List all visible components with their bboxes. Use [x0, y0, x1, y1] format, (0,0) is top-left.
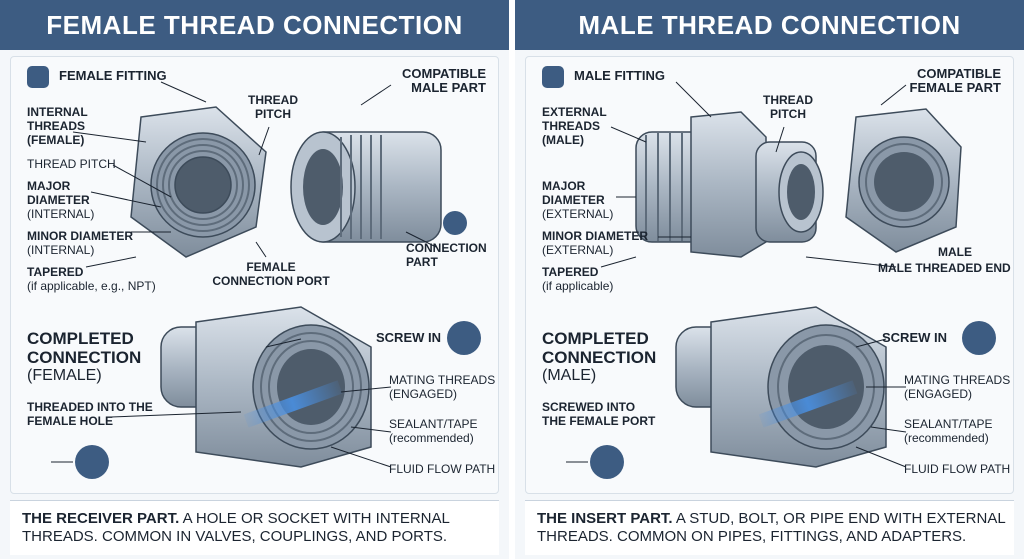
male-mating-threads-label-a: MATING THREADS: [904, 373, 1011, 387]
female-panel: FEMALE THREAD CONNECTION: [0, 0, 509, 559]
screw-in-label: SCREW IN: [376, 330, 441, 345]
male-major-diameter-label-a: MAJOR: [542, 179, 586, 193]
male-fitting-label: MALE FITTING: [574, 68, 665, 83]
completed-female-connection-illustration: [160, 306, 372, 468]
mating-threads-label-b: (ENGAGED): [389, 387, 458, 401]
major-diameter-label-c: (INTERNAL): [27, 207, 95, 221]
male-footer-text: THE INSERT PART. A STUD, BOLT, OR PIPE E…: [537, 510, 1007, 546]
female-fitting-illustration: [130, 106, 267, 258]
male-sealant-label-b: (recommended): [904, 431, 989, 445]
completed-connection-sub: (FEMALE): [27, 367, 102, 384]
male-footer: THE INSERT PART. A STUD, BOLT, OR PIPE E…: [525, 500, 1014, 555]
tapered-label-a: TAPERED: [27, 265, 84, 279]
female-diagram-art: [51, 81, 442, 468]
fluid-flow-label: FLUID FLOW PATH: [389, 462, 496, 476]
male-completed-sub: (MALE): [542, 367, 597, 384]
female-panel-title: FEMALE THREAD CONNECTION: [0, 0, 509, 50]
connection-part-label: CONNECTION PART: [406, 241, 487, 269]
screwed-into-label: SCREWED INTO THE FEMALE PORT: [542, 400, 656, 428]
connection-part-icon: [443, 211, 467, 235]
male-fitting-illustration: [635, 111, 824, 258]
male-tapered-label-b: (if applicable): [542, 279, 614, 293]
mating-threads-label-a: MATING THREADS: [389, 373, 496, 387]
male-footer-rest: A STUD, BOLT, OR PIPE END WITH EXTERNAL …: [537, 510, 1006, 545]
panel-divider: [509, 0, 515, 559]
male-threaded-end-label: MALE THREADED END: [878, 261, 1011, 275]
female-diagram-area: FEMALE FITTING INTERNAL THREADS (FEMALE)…: [10, 56, 499, 494]
screw-in-icon: [447, 321, 481, 355]
major-diameter-label-a: MAJOR: [27, 179, 71, 193]
male-diagram-art: [566, 81, 962, 468]
male-fitting-icon: [542, 66, 564, 88]
male-completed-title: COMPLETED CONNECTION: [542, 329, 657, 367]
sealant-label-b: (recommended): [389, 431, 474, 445]
compatible-female-part-illustration: [845, 108, 962, 253]
female-connection-port-label: FEMALE CONNECTION PORT: [212, 260, 330, 288]
male-fluid-flow-label: FLUID FLOW PATH: [904, 462, 1011, 476]
male-label-a: MALE: [938, 245, 972, 259]
thread-pitch-side-label: THREAD PITCH: [27, 157, 116, 171]
female-footer-bold: THE RECEIVER PART.: [22, 510, 180, 527]
completed-connection-title: COMPLETED CONNECTION: [27, 329, 142, 367]
male-screw-in-icon: [962, 321, 996, 355]
completed-male-connection-illustration: [675, 306, 887, 468]
male-footer-bold: THE INSERT PART.: [537, 510, 673, 527]
minor-diameter-label-b: (INTERNAL): [27, 243, 95, 257]
major-diameter-label-b: DIAMETER: [27, 193, 90, 207]
fitting-icon: [27, 66, 49, 88]
tapered-label-b: (if applicable, e.g., NPT): [27, 279, 156, 293]
threaded-into-label: THREADED INTO THE FEMALE HOLE: [27, 400, 153, 428]
male-thread-pitch-top-label: THREAD PITCH: [763, 93, 813, 121]
male-diagram-area: MALE FITTING EXTERNAL THREADS (MALE) MAJ…: [525, 56, 1014, 494]
male-minor-diameter-label-b: (EXTERNAL): [542, 243, 614, 257]
minor-diameter-label-a: MINOR DIAMETER: [27, 229, 133, 243]
male-mating-threads-label-b: (ENGAGED): [904, 387, 973, 401]
internal-threads-label: INTERNAL THREADS (FEMALE): [27, 105, 88, 147]
sealant-label-a: SEALANT/TAPE: [389, 417, 478, 431]
male-sealant-label-a: SEALANT/TAPE: [904, 417, 993, 431]
female-footer-rest: A HOLE OR SOCKET WITH INTERNAL THREADS. …: [22, 510, 450, 545]
male-major-diameter-label-b: DIAMETER: [542, 193, 605, 207]
female-footer-text: THE RECEIVER PART. A HOLE OR SOCKET WITH…: [22, 510, 492, 546]
thread-pitch-top-label: THREAD PITCH: [248, 93, 298, 121]
compatible-male-part-label: COMPATIBLE MALE PART: [401, 66, 486, 95]
male-rotate-in-icon: [590, 445, 624, 479]
compatible-male-part-illustration: [290, 131, 442, 243]
male-screw-in-label: SCREW IN: [882, 330, 947, 345]
rotate-in-icon: [75, 445, 109, 479]
external-threads-label: EXTERNAL THREADS (MALE): [542, 105, 607, 147]
female-fitting-label: FEMALE FITTING: [59, 68, 167, 83]
male-panel: MALE THREAD CONNECTION: [515, 0, 1024, 559]
male-panel-title: MALE THREAD CONNECTION: [515, 0, 1024, 50]
male-tapered-label-a: TAPERED: [542, 265, 599, 279]
male-major-diameter-label-c: (EXTERNAL): [542, 207, 614, 221]
compatible-female-part-label: COMPATIBLE FEMALE PART: [909, 66, 1001, 95]
male-minor-diameter-label-a: MINOR DIAMETER: [542, 229, 648, 243]
female-footer: THE RECEIVER PART. A HOLE OR SOCKET WITH…: [10, 500, 499, 555]
